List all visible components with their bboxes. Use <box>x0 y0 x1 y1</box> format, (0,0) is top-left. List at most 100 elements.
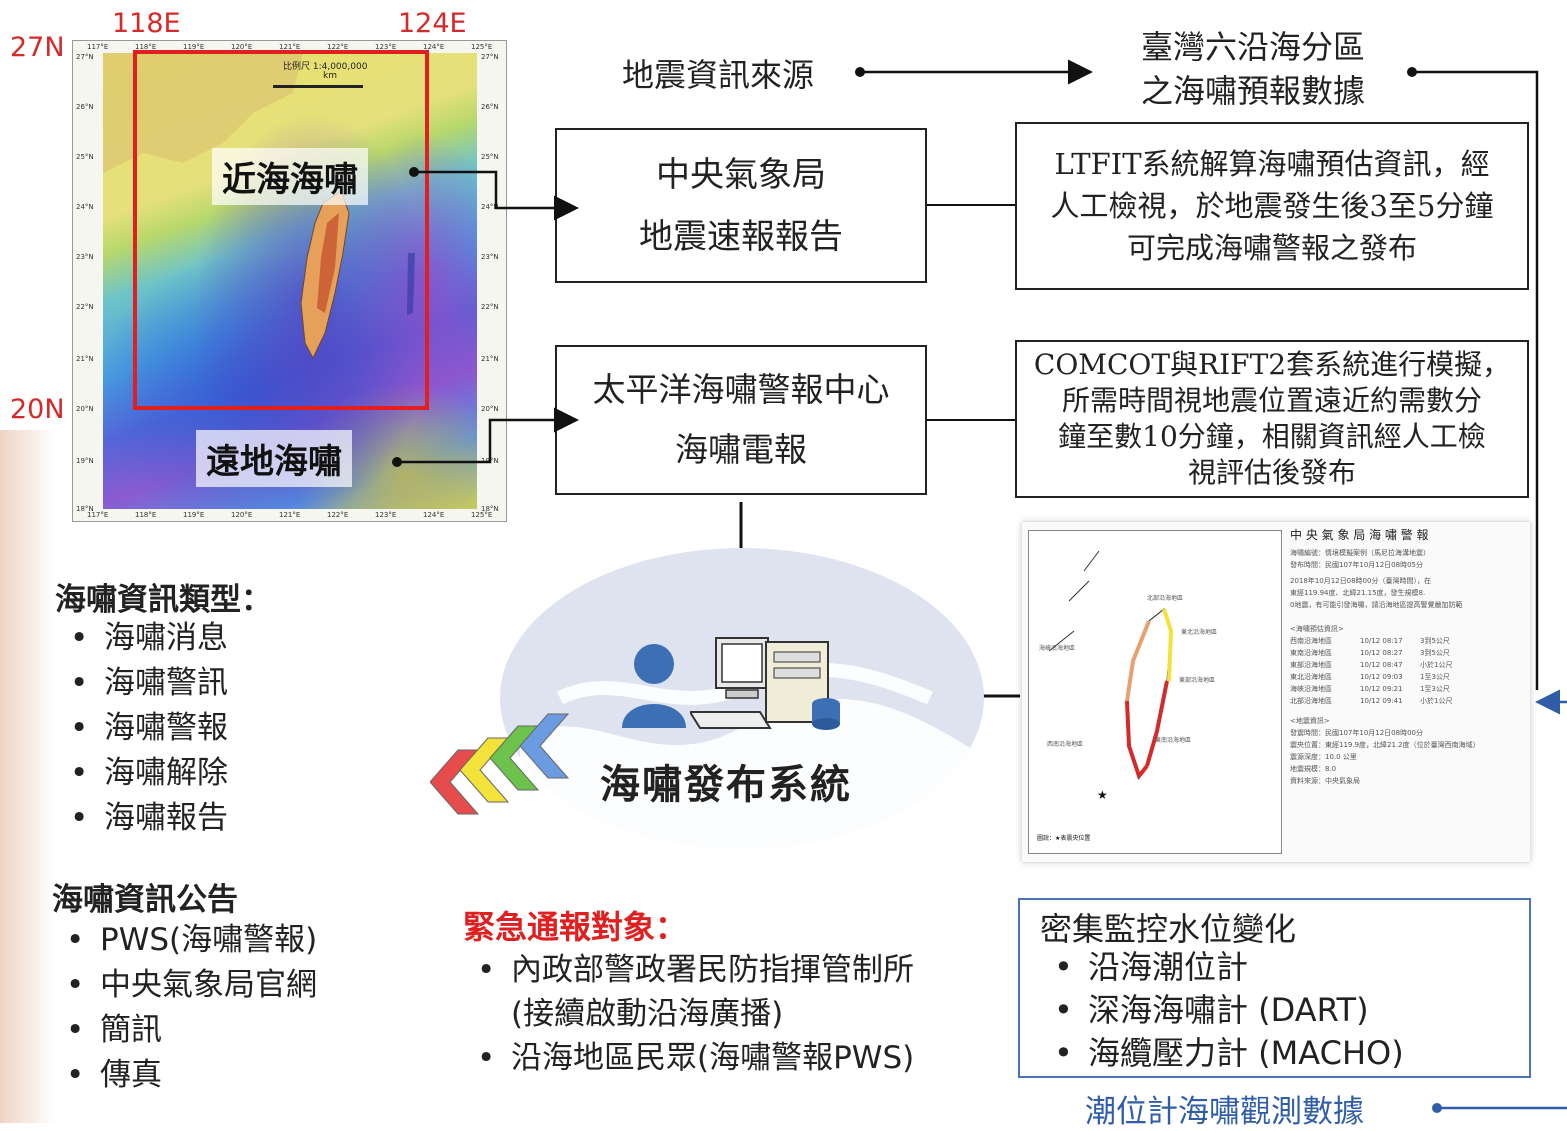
tsunami-system-label: 海嘯發布系統 <box>600 762 852 808</box>
six-zone-forecast-line2: 之海嘯預報數據 <box>1140 72 1365 110</box>
region-north: 北部沿海地區 <box>1147 595 1184 602</box>
forecast-region: 東北沿海地區 <box>1290 673 1332 681</box>
lon-tick-bottom: 121°E <box>279 511 301 519</box>
forecast-region: 海峽沿海地區 <box>1290 685 1332 693</box>
forecast-height: 1至3公尺 <box>1420 685 1450 693</box>
operator-person-icon <box>622 644 686 728</box>
announcement-item: PWS(海嘯警報) <box>52 918 317 963</box>
lat-tick-right: 19°N <box>481 457 499 465</box>
info-types-heading: 海嘯資訊類型： <box>55 582 272 618</box>
lat-tick-right: 18°N <box>481 505 499 513</box>
lat-tick: 21°N <box>76 355 94 363</box>
info-type-item: 海嘯警訊 <box>56 661 228 706</box>
forecast-height: 1至3公尺 <box>1420 673 1450 681</box>
six-zone-forecast-line1: 臺灣六沿海分區 <box>1140 28 1365 66</box>
ltfit-line2: 人工檢視，於地震發生後3至5分鐘 <box>1050 189 1494 223</box>
taiwan-island <box>103 53 415 360</box>
eq-depth: 震源深度：10.0 公里 <box>1290 753 1357 761</box>
monitoring-item: 海纜壓力計 (MACHO) <box>1040 1032 1404 1075</box>
forecast-region: 西南沿海地區 <box>1290 637 1332 645</box>
forecast-height: 3到5公尺 <box>1420 649 1450 657</box>
ptwc-box: 太平洋海嘯警報中心 海嘯電報 <box>555 345 927 495</box>
zones-dot <box>1407 67 1417 77</box>
warning-section2: <地震資訊> <box>1290 717 1330 725</box>
warning-body1: 2018年10月12日08時00分（臺灣時間），在 <box>1290 577 1431 585</box>
emergency-heading: 緊急通報對象： <box>463 908 688 946</box>
ptwc-line2: 海嘯電報 <box>675 430 807 469</box>
lon-tick: 122°E <box>327 43 349 51</box>
warning-doc-title: 中 央 氣 象 局 海 嘯 警 報 <box>1290 528 1429 542</box>
lat-tick-right: 25°N <box>481 153 499 161</box>
region-strait: 海峽沿海地區 <box>1039 645 1076 652</box>
warning-map: ★ 北部沿海地區 東北沿海地區 海峽沿海地區 東部沿海地區 西南沿海地區 東南沿… <box>1028 530 1282 854</box>
lat-tick: 23°N <box>76 253 94 261</box>
near-region-frame <box>133 50 429 410</box>
map-scale-text: 比例尺 1:4,000,000 <box>283 62 368 72</box>
lon-tick-bottom: 119°E <box>183 511 205 519</box>
announcement-item: 簡訊 <box>52 1008 317 1053</box>
earthquake-source-label: 地震資訊來源 <box>622 56 815 94</box>
announcement-item: 傳真 <box>52 1053 317 1098</box>
left-gradient-decoration <box>0 430 55 1123</box>
cwb-report-box: 中央氣象局 地震速報報告 <box>555 128 927 283</box>
lon-tick-bottom: 125°E <box>471 511 493 519</box>
lat-tick: 19°N <box>76 457 94 465</box>
warning-body2: 東經119.94度、北緯21.15度，發生規模8. <box>1290 589 1426 597</box>
warning-meta1: 海嘯編號：情境模擬案例（馬尼拉海溝地震） <box>1290 549 1430 557</box>
near-tsunami-label: 近海海嘯 <box>212 148 368 205</box>
coord-20n: 20N <box>10 394 65 425</box>
comcot-line1: COMCOT與RIFT2套系統進行模擬， <box>1033 348 1511 381</box>
lon-tick: 123°E <box>375 43 397 51</box>
info-types-list: 海嘯消息 海嘯警訊 海嘯警報 海嘯解除 海嘯報告 <box>56 616 228 841</box>
forecast-time: 10/12 09:41 <box>1360 697 1403 705</box>
lon-tick: 121°E <box>279 43 301 51</box>
lat-tick: 25°N <box>76 153 94 161</box>
lon-tick-bottom: 117°E <box>87 511 109 519</box>
forecast-time: 10/12 08:17 <box>1360 637 1403 645</box>
coord-27n: 27N <box>10 32 65 63</box>
lon-tick-bottom: 122°E <box>327 511 349 519</box>
lat-tick: 18°N <box>76 505 94 513</box>
far-tsunami-label: 遠地海嘯 <box>196 430 352 487</box>
announcements-heading: 海嘯資訊公告 <box>52 882 238 918</box>
monitoring-list: 沿海潮位計 深海海嘯計 (DART) 海纜壓力計 (MACHO) <box>1040 946 1404 1075</box>
tsunami-warning-document: ★ 北部沿海地區 東北沿海地區 海峽沿海地區 東部沿海地區 西南沿海地區 東南沿… <box>1022 522 1530 862</box>
comcot-line3: 鐘至數10分鐘，相關資訊經人工檢 <box>1058 420 1486 453</box>
lon-tick-bottom: 118°E <box>135 511 157 519</box>
region-southwest: 西南沿海地區 <box>1047 741 1084 748</box>
emergency-item-police: 內政部警政署民防指揮管制所 (接續啟動沿海廣播) <box>463 948 914 1036</box>
forecast-height: 3到5公尺 <box>1420 637 1450 645</box>
lon-tick: 120°E <box>231 43 253 51</box>
emergency-item-public: 沿海地區民眾(海嘯警報PWS) <box>463 1036 914 1080</box>
forecast-time: 10/12 09:21 <box>1360 685 1403 693</box>
lat-tick: 20°N <box>76 405 94 413</box>
warning-body3: 0地震，有可能引發海嘯，請沿海地區提高警覺嚴加防範 <box>1290 601 1463 609</box>
monitoring-item: 沿海潮位計 <box>1040 946 1404 989</box>
tide-data-label: 潮位計海嘯觀測數據 <box>1085 1094 1364 1130</box>
forecast-region: 東部沿海地區 <box>1290 661 1332 669</box>
computer-server-icon <box>690 637 840 730</box>
forecast-time: 10/12 09:03 <box>1360 673 1403 681</box>
monitoring-box: 密集監控水位變化 沿海潮位計 深海海嘯計 (DART) 海纜壓力計 (MACHO… <box>1018 898 1531 1078</box>
announcement-item: 中央氣象局官網 <box>52 963 317 1008</box>
lon-tick: 118°E <box>135 43 157 51</box>
coord-118e: 118E <box>112 8 181 39</box>
region-east: 東部沿海地區 <box>1179 677 1216 684</box>
forecast-region: 東南沿海地區 <box>1290 649 1332 657</box>
lat-tick-right: 22°N <box>481 303 499 311</box>
lat-tick-right: 23°N <box>481 253 499 261</box>
tide-dot <box>1432 1103 1442 1113</box>
emergency-item-police-line1: 內政部警政署民防指揮管制所 <box>511 952 914 988</box>
forecast-height: 小於1公尺 <box>1420 661 1453 669</box>
emergency-list: 內政部警政署民防指揮管制所 (接續啟動沿海廣播) 沿海地區民眾(海嘯警報PWS) <box>463 948 914 1080</box>
emergency-item-police-line2: (接續啟動沿海廣播) <box>511 996 784 1032</box>
info-type-item: 海嘯警報 <box>56 706 228 751</box>
region-southeast: 東南沿海地區 <box>1155 737 1192 744</box>
lon-tick-bottom: 124°E <box>423 511 445 519</box>
six-zone-forecast-label: 臺灣六沿海分區 之海嘯預報數據 <box>1108 24 1398 114</box>
lon-tick: 125°E <box>471 43 493 51</box>
info-type-item: 海嘯報告 <box>56 796 228 841</box>
eq-location: 震央位置：東經119.9度，北緯21.2度（位於臺灣西南海域） <box>1290 741 1480 749</box>
coord-124e: 124E <box>398 8 467 39</box>
forecast-time: 10/12 08:47 <box>1360 661 1403 669</box>
